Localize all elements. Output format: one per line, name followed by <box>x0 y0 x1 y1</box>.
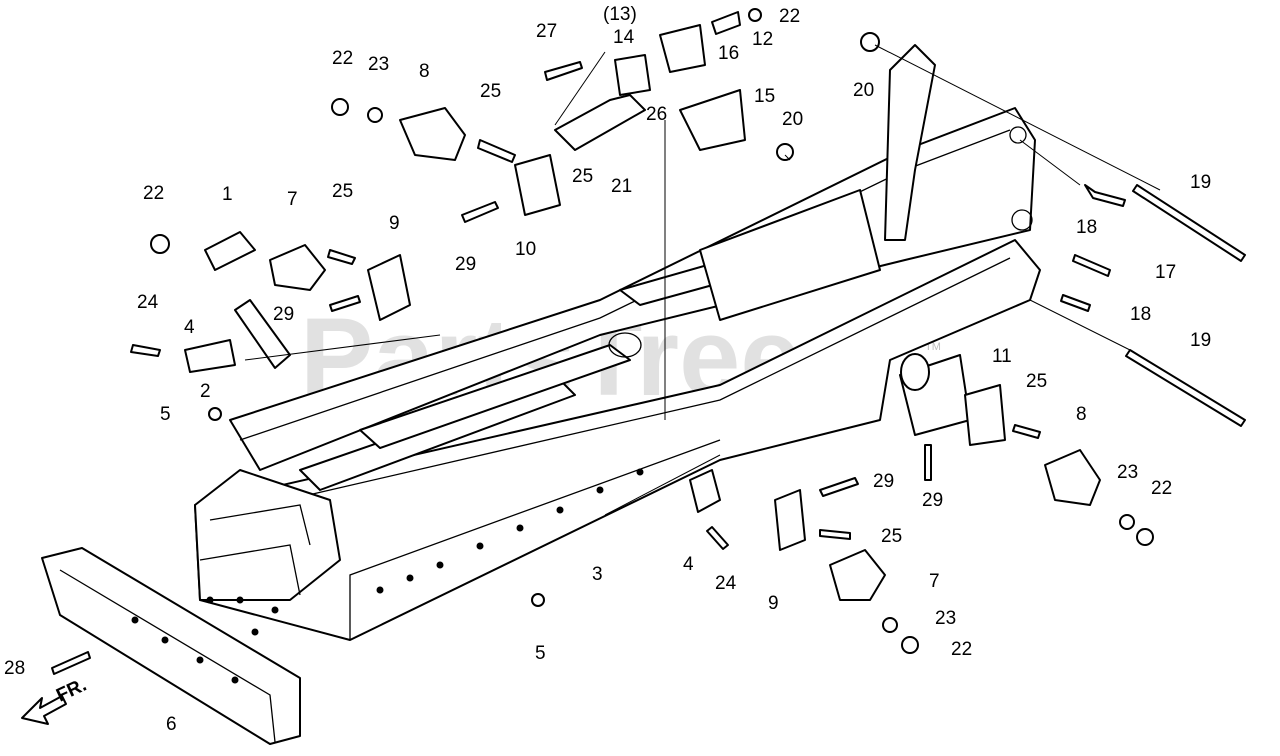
callout-19: 19 <box>1190 330 1211 351</box>
callout-22: 22 <box>143 183 164 204</box>
hardware-parts <box>51 8 1246 675</box>
callout-25: 25 <box>572 166 593 187</box>
callout-24: 24 <box>137 292 159 313</box>
callout-18: 18 <box>1076 217 1097 238</box>
callout-22: 22 <box>332 48 353 69</box>
front-direction-indicator: FR. <box>21 675 90 725</box>
leader-lines <box>244 44 1161 516</box>
callout-29: 29 <box>922 490 943 511</box>
callout-21: 21 <box>611 176 632 197</box>
callout-20: 20 <box>782 109 803 130</box>
callout-24: 24 <box>715 573 737 594</box>
callout-20: 20 <box>853 80 874 101</box>
callout-5: 5 <box>160 404 171 425</box>
callout-25: 25 <box>332 181 353 202</box>
callout-23: 23 <box>368 54 389 75</box>
main-frame <box>194 44 1041 641</box>
callout-22: 22 <box>779 6 800 27</box>
front-arrow-icon <box>21 695 67 725</box>
callout-3: 3 <box>592 564 603 585</box>
callout-9: 9 <box>768 593 779 614</box>
callout-4: 4 <box>683 554 694 575</box>
callout-8: 8 <box>419 61 430 82</box>
callout-25: 25 <box>881 526 902 547</box>
callout-29: 29 <box>873 471 894 492</box>
callout-23: 23 <box>935 608 956 629</box>
callout-12: 12 <box>752 29 773 50</box>
rail-holes <box>206 468 644 636</box>
callout-19: 19 <box>1190 172 1211 193</box>
callout-5: 5 <box>535 643 546 664</box>
callout-18: 18 <box>1130 304 1151 325</box>
callout-7: 7 <box>929 571 940 592</box>
callout-10: 10 <box>515 239 536 260</box>
callout-15: 15 <box>754 86 775 107</box>
callout-1: 1 <box>222 184 233 205</box>
callout-4: 4 <box>184 317 195 338</box>
callout-22: 22 <box>1151 478 1172 499</box>
callout-13: (13) <box>603 4 637 25</box>
callout-22: 22 <box>951 639 972 660</box>
callout-17: 17 <box>1155 262 1176 283</box>
callout-29: 29 <box>455 254 476 275</box>
callout-8: 8 <box>1076 404 1087 425</box>
callout-25: 25 <box>480 81 501 102</box>
callout-6: 6 <box>166 714 177 735</box>
callout-28: 28 <box>4 658 25 679</box>
callout-16: 16 <box>718 43 739 64</box>
callout-11: 11 <box>992 346 1012 367</box>
callout-9: 9 <box>389 213 400 234</box>
callout-14: 14 <box>613 27 635 48</box>
callout-27: 27 <box>536 21 557 42</box>
front-bumper <box>41 547 301 745</box>
part-callouts: (13) 14 27 22 12 16 22 23 8 25 26 15 20 … <box>4 4 1211 735</box>
callout-26: 26 <box>646 104 667 125</box>
callout-23: 23 <box>1117 462 1138 483</box>
callout-7: 7 <box>287 189 298 210</box>
callout-29: 29 <box>273 304 294 325</box>
callout-25: 25 <box>1026 371 1047 392</box>
callout-2: 2 <box>200 381 211 402</box>
